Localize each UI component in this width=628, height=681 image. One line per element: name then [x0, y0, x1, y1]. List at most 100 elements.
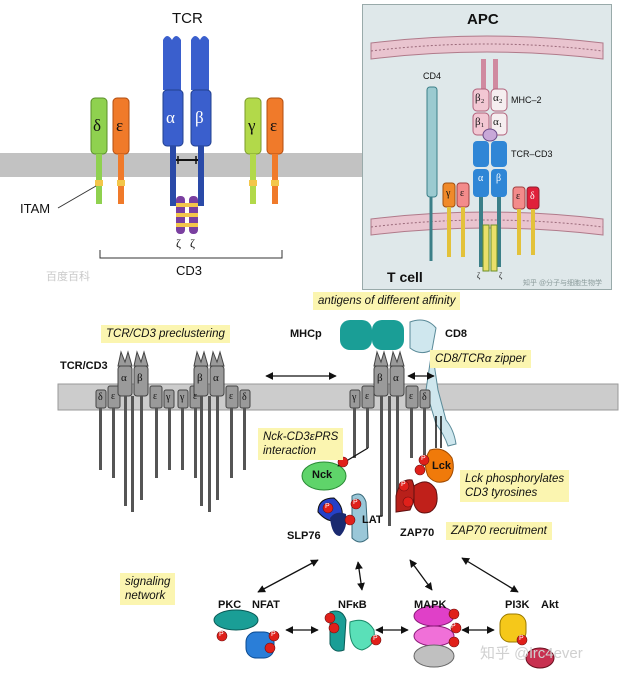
left1-tail-6: [155, 408, 158, 478]
panel-a-gamma-itam: [249, 180, 257, 186]
phospho-lat-1: [350, 498, 362, 510]
panel-b-beta2-label: β₂: [475, 92, 485, 104]
panel-c-arrow-pkc: [257, 559, 319, 593]
panel-a-alpha-top: [163, 36, 181, 90]
label-nfat: NFAT: [252, 599, 280, 611]
panel-b-peptide: [482, 128, 498, 142]
note-nck-line-1: Nck-CD3εPRS: [263, 431, 339, 443]
left2-gamma-label: γ: [180, 392, 185, 403]
label-lat: LAT: [362, 514, 383, 526]
panel-b-mhc-alpha2: [490, 88, 508, 112]
label-pi3k: PI3K: [505, 599, 530, 611]
panel-a-zeta-itam-3: [176, 223, 198, 227]
panel-a-delta-tm: [96, 154, 102, 204]
label-slp76: SLP76: [287, 530, 321, 542]
label-mapk: MAPK: [414, 599, 447, 611]
note-lck-line-1: Lck phosphorylates: [465, 473, 565, 485]
panel-c-nfkb-2: [349, 619, 375, 651]
panel-b-tcr-beta: [491, 169, 507, 197]
left2-alpha-top: [209, 350, 225, 367]
label-mhcp: MHCp: [290, 328, 322, 340]
right-beta-label: β: [377, 372, 383, 384]
label-nck: Nck: [312, 469, 333, 481]
note-antigens: antigens of different affinity: [313, 292, 461, 310]
right-alpha-top: [389, 350, 405, 367]
panel-b-apc-membrane: [370, 35, 604, 60]
left2-beta-top: [193, 350, 209, 367]
phospho-pi3k: [516, 634, 528, 646]
panel-b-epsilon2-label: ε: [516, 191, 521, 202]
panel-c-pkc: [213, 609, 259, 631]
panel-c-phospho-group: [216, 454, 528, 654]
panel-a-membrane: [0, 153, 362, 177]
panel-b-epsilon-label: ε: [460, 188, 465, 199]
phospho-mapk-1: [448, 608, 460, 620]
panel-a-cd3-bracket: [99, 250, 283, 259]
left1-tail-2: [112, 408, 115, 478]
panel-c-left-tails-2: [181, 396, 246, 512]
panel-c-mhcp-1: [340, 320, 372, 350]
right-tail-3: [380, 396, 383, 516]
left2-tail-5: [216, 396, 219, 500]
panel-a-beta-label: β: [195, 108, 204, 127]
left1-beta-top: [133, 350, 149, 367]
panel-b-alpha1-label: α₁: [493, 116, 503, 128]
panel-b-tcell-membrane-line: [370, 219, 604, 228]
panel-b-gamma-tail: [447, 207, 451, 257]
phospho-lat-2: [344, 514, 356, 526]
p-label-nfat: P: [271, 631, 276, 638]
left1-tail-4: [131, 396, 134, 512]
phospho-zap-2: [402, 496, 414, 508]
phospho-pkc: [216, 630, 228, 642]
panel-c-akt: [525, 647, 555, 669]
panel-c: antigens of different affinity TCR/CD3 p…: [0, 290, 628, 676]
panel-a-itam-label: ITAM: [20, 201, 51, 216]
phospho-lck-2: [414, 464, 426, 476]
panel-b-mhc-label: MHC–2: [511, 95, 542, 105]
panel-c-mhcp-2: [372, 320, 404, 350]
panel-c-left-tails-1: [99, 396, 171, 512]
right-gamma-label: γ: [352, 392, 357, 403]
note-lck-line-2: CD3 tyrosines: [465, 487, 538, 499]
left2-epsilon2-label: ε: [229, 391, 234, 402]
label-zap70: ZAP70: [400, 527, 435, 539]
panel-c-arrow-pi3k: [461, 557, 519, 593]
p-label-nfkb: P: [373, 635, 378, 642]
panel-c-pi3k: [499, 613, 527, 643]
right-epsilon-label: ε: [365, 391, 370, 402]
panel-a-watermark: 百度百科: [46, 271, 90, 283]
panel-b-beta-label: β: [496, 173, 502, 184]
left1-tail-3: [124, 396, 127, 506]
panel-b-epsilon-tail: [461, 207, 465, 257]
left1-alpha-top: [117, 350, 133, 367]
panel-b-apc-label: APC: [467, 11, 499, 28]
panel-b-tcr-alpha-top: [473, 141, 489, 167]
phospho-nfat-2: [264, 642, 276, 654]
phospho-lck-1: [418, 454, 430, 466]
panel-c-mapk-3: [413, 644, 455, 668]
panel-a-epsilon2-label: ε: [270, 116, 278, 135]
p-label-pi3k: P: [519, 635, 524, 642]
panel-c-slp76-2: [330, 512, 347, 536]
panel-b-diagram: [370, 35, 604, 272]
left2-tail-2: [194, 408, 197, 478]
panel-c-zap70-2: [413, 481, 438, 514]
panel-a-alpha-tm: [170, 146, 176, 206]
note-lck-phos: Lck phosphorylates CD3 tyrosines: [460, 470, 570, 502]
right-beta-top: [373, 350, 389, 367]
note-signaling: signaling network: [120, 573, 176, 605]
phospho-slp76: [322, 502, 334, 514]
panel-b-apc-membrane-line: [370, 43, 604, 52]
right-tail-5: [396, 396, 399, 506]
panel-a-delta-label: δ: [93, 116, 102, 135]
panel-a-zeta-itam-1: [176, 203, 198, 207]
panel-c-watermark: 知乎 @lrc4ever: [480, 645, 583, 662]
label-cd8: CD8: [445, 328, 468, 340]
phospho-nfkb-1: [324, 612, 336, 624]
panel-b-mhc-alpha1: [490, 112, 508, 136]
panel-c-diagram: [57, 319, 619, 669]
panel-c-left-complex-1: [95, 350, 175, 409]
panel-b-epsilon2-tail: [517, 209, 521, 255]
label-lck: Lck: [432, 460, 451, 472]
right-alpha-label: α: [393, 372, 399, 384]
